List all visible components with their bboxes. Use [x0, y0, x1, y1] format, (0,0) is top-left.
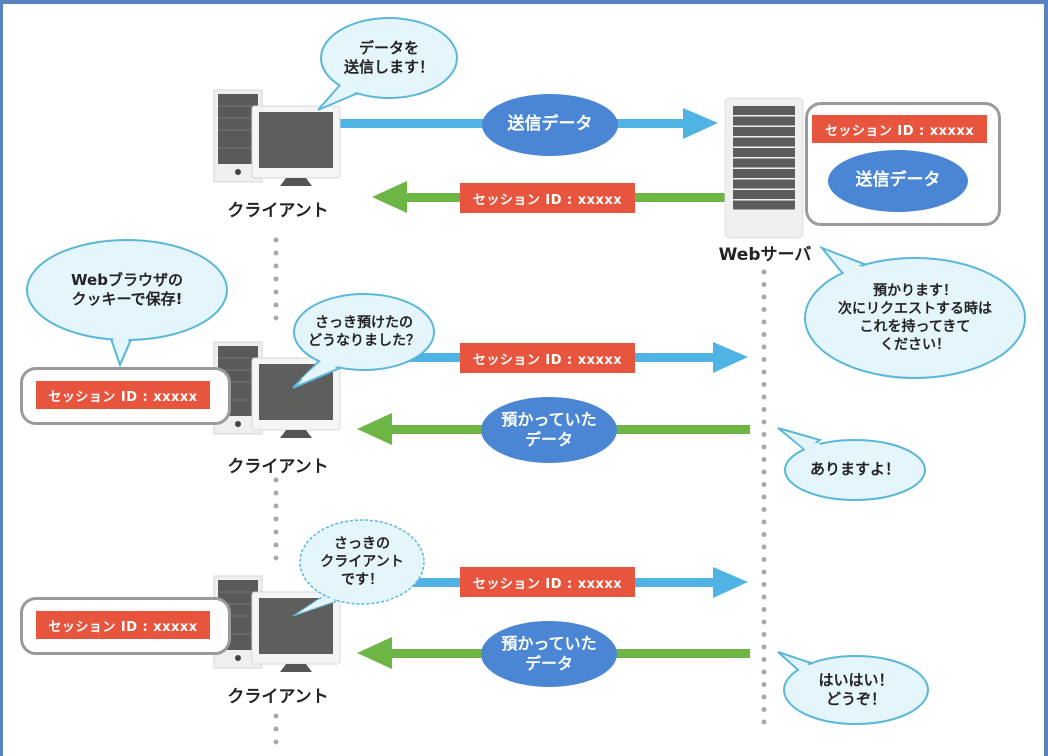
server-timeline-dot [761, 644, 767, 650]
bubble-cookie-text: Webブラウザの クッキーで保存! [71, 270, 183, 309]
request-arrow-head-3 [713, 567, 748, 598]
server-timeline-dot [761, 507, 767, 512]
client-computer-1 [213, 89, 341, 187]
client-label-3: クライアント [227, 687, 329, 707]
server-rack-slot [733, 137, 795, 147]
server-rack-slot [733, 200, 795, 210]
bubble-cookie: Webブラウザの クッキーで保存! [27, 240, 227, 340]
bubble-server-3-text: はいはい！ どうぞ！ [818, 670, 894, 709]
server-timeline-dot [761, 682, 767, 687]
frame-border-top [0, 0, 1048, 4]
bubble-client-1-text: データを 送信します！ [343, 38, 434, 77]
bubble-shape-cookie [26, 239, 228, 368]
server-timeline-dot [761, 407, 767, 412]
server-timeline-dot [761, 482, 767, 487]
request-arrow-head-1 [683, 108, 718, 139]
request-arrow-head-2 [713, 342, 748, 373]
server-stored-data: 送信データ [828, 150, 968, 212]
bubble-server-3: はいはい！ どうぞ！ [784, 656, 928, 724]
request-data-label-1: 送信データ [482, 94, 618, 156]
bubble-shape-server-2 [777, 427, 926, 501]
frame-border-left [0, 0, 3, 756]
request-session-badge-2: セッション ID : xxxxx [460, 343, 635, 373]
bubble-server-1: 預かります！ 次にリクエストする時は これを持ってきて ください！ [805, 258, 1025, 378]
server-timeline-dot [761, 419, 767, 425]
server-timeline-dot [761, 694, 767, 700]
bubble-shape-server-3 [777, 651, 929, 725]
client-timeline-dots [273, 237, 279, 745]
bubble-server-2: ありますよ！ [785, 440, 925, 500]
server-rack-slot [733, 179, 795, 189]
bubble-client-2: さっき預けたの どうなりました？ [294, 294, 434, 370]
web-server [724, 97, 804, 239]
frame-border-right [1044, 0, 1048, 756]
server-timeline-dot [761, 544, 767, 550]
server-timeline-dot [761, 394, 767, 400]
server-timeline-dot [761, 369, 767, 375]
cookie-session-badge-2: セッション ID : xxxxx [36, 381, 210, 409]
server-rack-slot [733, 158, 795, 168]
server-timeline-dot [761, 594, 767, 600]
bubble-client-2-text: さっき預けたの どうなりました？ [308, 314, 420, 349]
server-rack-slot [733, 148, 795, 157]
bubble-client-3: さっきの クライアント です！ [300, 520, 424, 604]
server-session-badge: セッション ID : xxxxx [812, 115, 987, 143]
server-label: Webサーバ [718, 245, 812, 265]
client-label-1: クライアント [227, 201, 329, 221]
response-arrow-head-3 [357, 637, 392, 669]
server-timeline-dot [761, 344, 767, 350]
server-timeline-dot [761, 619, 767, 625]
server-rack-slot [733, 127, 795, 136]
bubble-shape-client-2 [292, 293, 435, 389]
response-arrow-head-2 [357, 413, 392, 445]
bubble-shape-client-1 [317, 17, 458, 111]
server-timeline-dot [761, 532, 767, 537]
server-timeline-dot [761, 294, 767, 300]
server-timeline-dot [761, 707, 767, 712]
server-timeline-dot [761, 432, 767, 437]
bubble-shape-server-1 [804, 245, 1026, 379]
server-timeline-dot [761, 269, 767, 275]
cookie-session-badge-3: セッション ID : xxxxx [36, 611, 210, 639]
server-timeline-dots [761, 269, 767, 725]
server-timeline-dot [761, 607, 767, 612]
bubble-server-2-text: ありますよ！ [809, 460, 900, 479]
server-timeline-dot [761, 519, 767, 525]
server-timeline-dot [761, 632, 767, 637]
server-timeline-dot [761, 569, 767, 575]
server-rack-slot [733, 169, 795, 178]
server-rack-slot [733, 190, 795, 199]
server-timeline-dot [761, 469, 767, 475]
response-arrow-head-1 [372, 181, 407, 213]
server-timeline-dot [761, 582, 767, 587]
server-timeline-dot [761, 494, 767, 500]
response-data-label-2: 預かっていた データ [481, 397, 617, 463]
server-timeline-dot [761, 319, 767, 325]
server-timeline-dot [761, 382, 767, 387]
server-timeline-dot [761, 307, 767, 312]
server-timeline-dot [761, 444, 767, 450]
server-timeline-dot [761, 669, 767, 675]
client-label-2: クライアント [227, 457, 329, 477]
bubble-shape-client-3 [292, 519, 425, 617]
server-timeline-dot [761, 357, 767, 362]
server-rack-slot [733, 116, 795, 126]
server-timeline-dot [761, 457, 767, 462]
server-timeline-dot [761, 557, 767, 562]
server-timeline-dot [761, 719, 767, 725]
request-session-badge-3: セッション ID : xxxxx [460, 567, 635, 597]
server-rack-slot [733, 106, 795, 115]
server-timeline-dot [761, 332, 767, 337]
response-data-label-3: 預かっていた データ [481, 621, 617, 687]
bubble-server-1-text: 預かります！ 次にリクエストする時は これを持ってきて ください！ [838, 282, 992, 354]
bubble-client-1: データを 送信します！ [321, 18, 457, 98]
response-session-badge-1: セッション ID : xxxxx [460, 183, 635, 213]
bubble-client-3-text: さっきの クライアント です！ [320, 535, 404, 589]
server-timeline-dot [761, 657, 767, 662]
server-timeline-dot [761, 282, 767, 287]
